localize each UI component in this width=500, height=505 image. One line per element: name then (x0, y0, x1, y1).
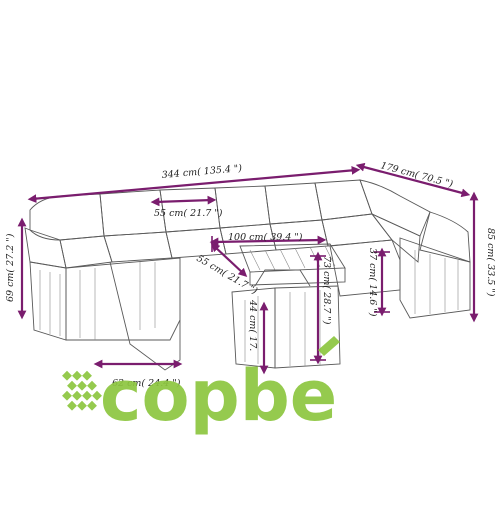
seat-depth-label: 62 cm( 24.4 ") (112, 378, 181, 389)
logo-accent-mark (318, 336, 340, 356)
sofa-back-cushion-6 (314, 179, 373, 221)
shelf-height-label: 37 cm( 14.6 ") (367, 248, 378, 317)
table-apron (249, 268, 346, 286)
sofa-back-cushion-1 (29, 193, 105, 241)
table-depth-arrow (210, 242, 248, 278)
sofa-corner-back (359, 179, 431, 237)
lower-height-label: 44 cm( 17. (247, 299, 258, 351)
sofa-back-cushion-4 (214, 185, 271, 229)
dimension-arrows (17, 162, 479, 375)
total-width-label: 344 cm( 135.4 ") (161, 163, 242, 181)
rattan-weave-lines-right (414, 250, 459, 314)
table-base-weave (244, 290, 321, 366)
table-lift-mechanism (254, 269, 311, 287)
table-width-label: 100 cm( 39.4 ") (228, 232, 303, 243)
seat-width-label: 55 cm( 21.7 ") (154, 208, 223, 219)
seat-cushion-corner (371, 213, 421, 263)
front-seat-module-side (109, 261, 181, 371)
side-depth-arrow (355, 162, 471, 198)
watermark-text: copbe (100, 355, 337, 437)
front-seat-module (65, 257, 181, 341)
table-height-label: 73 cm( 28.7 ") (321, 256, 332, 325)
left-arm (24, 227, 67, 269)
logo-diamond-icon (62, 370, 102, 411)
sofa-side-back (419, 211, 471, 263)
seat-cushion-1 (59, 235, 113, 269)
sofa-back-cushion-5 (264, 182, 323, 225)
total-width-arrow (27, 166, 361, 203)
right-side-module (399, 237, 471, 319)
side-depth-label: 179 cm( 70.5 ") (379, 160, 454, 190)
left-module-front (29, 261, 67, 341)
watermark-logo: copbe (62, 336, 340, 437)
rattan-weave-lines-left (39, 262, 156, 340)
table-top-slats (249, 245, 336, 271)
seat-width-arrow (150, 195, 217, 207)
module-depth-label: 69 cm( 27.2 ") (5, 233, 16, 302)
table-width-arrow (209, 235, 327, 247)
total-height-label: 85 cm( 33.5 ") (485, 228, 496, 297)
seat-cushion-2 (103, 231, 173, 263)
